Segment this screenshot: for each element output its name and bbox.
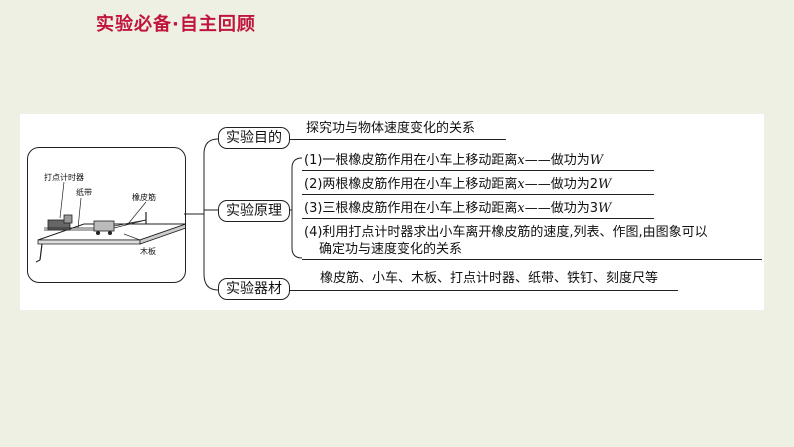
tape-label: 纸带 xyxy=(76,188,92,197)
principle-underline-4 xyxy=(302,259,762,260)
principle-underline-2 xyxy=(302,194,654,195)
purpose-underline xyxy=(290,139,506,140)
principle-item-2: (2)两根橡皮筋作用在小车上移动距离x——做功为2W xyxy=(304,177,612,192)
category-equipment: 实验器材 xyxy=(218,278,290,300)
category-principle: 实验原理 xyxy=(218,200,290,222)
principle-underline-3 xyxy=(302,218,654,219)
principle-item-4-line-2: 确定功与速度变化的关系 xyxy=(319,242,463,257)
principle-underline-1 xyxy=(302,170,654,171)
rubber-band-label: 橡皮筋 xyxy=(132,193,156,202)
equipment-underline xyxy=(290,290,678,291)
mindmap-connectors xyxy=(184,138,303,291)
board-label: 木板 xyxy=(140,247,156,256)
category-purpose: 实验目的 xyxy=(218,127,290,149)
equipment-text: 橡皮筋、小车、木板、打点计时器、纸带、铁钉、刻度尺等 xyxy=(320,271,659,286)
principle-item-4-line-1: (4)利用打点计时器求出小车离开橡皮筋的速度,列表、作图,由图象可以 xyxy=(304,225,708,240)
purpose-text: 探究功与物体速度变化的关系 xyxy=(306,121,476,136)
principle-item-3: (3)三根橡皮筋作用在小车上移动距离x——做功为3W xyxy=(304,201,612,216)
timer-label: 打点计时器 xyxy=(44,173,84,182)
page-title: 实验必备·自主回顾 xyxy=(96,14,256,35)
apparatus-figure: 打点计时器 纸带 橡皮筋 木板 xyxy=(27,147,187,283)
apparatus-drawing xyxy=(35,181,187,263)
principle-item-1: (1)一根橡皮筋作用在小车上移动距离x——做功为W xyxy=(304,153,604,168)
mindmap-panel: 打点计时器 纸带 橡皮筋 木板 实验目的 实验原理 实验器材 探究功与物体速度变… xyxy=(20,114,764,310)
